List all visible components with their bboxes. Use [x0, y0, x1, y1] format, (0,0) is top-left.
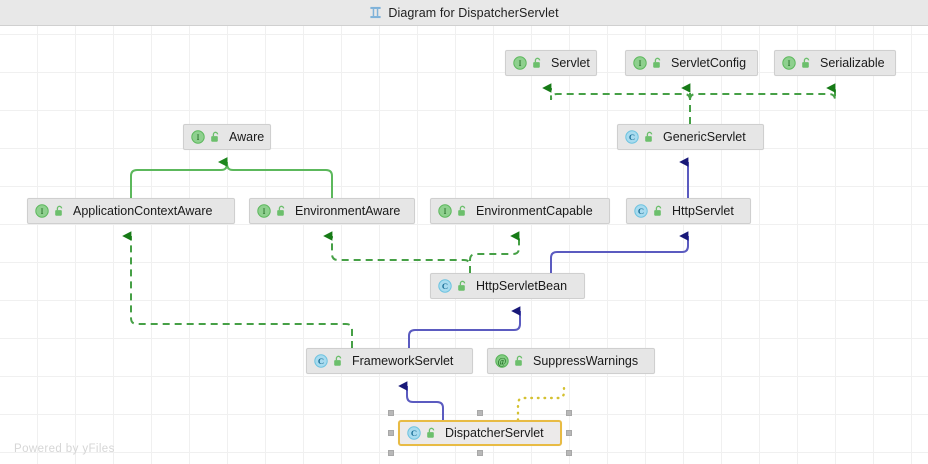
- node-label: Serializable: [820, 55, 885, 70]
- public-lock-icon: [457, 205, 468, 217]
- public-lock-icon: [652, 57, 663, 69]
- class-icon: C: [314, 354, 328, 368]
- public-lock-icon: [54, 205, 65, 217]
- node-aware[interactable]: I Aware: [183, 124, 271, 150]
- node-serializable[interactable]: I Serializable: [774, 50, 896, 76]
- class-icon: C: [625, 130, 639, 144]
- node-genericservlet[interactable]: C GenericServlet: [617, 124, 764, 150]
- interface-icon: I: [782, 56, 796, 70]
- node-frameworkservlet[interactable]: C FrameworkServlet: [306, 348, 473, 374]
- selection-handle[interactable]: [566, 430, 572, 436]
- edge-httpservletbean-to-httpservlet: [550, 231, 689, 273]
- svg-text:@: @: [498, 357, 507, 367]
- window-title: Diagram for DispatcherServlet: [388, 5, 559, 20]
- svg-text:I: I: [519, 59, 522, 68]
- node-environmentcapable[interactable]: I EnvironmentCapable: [430, 198, 610, 224]
- svg-text:I: I: [197, 133, 200, 142]
- node-label: ApplicationContextAware: [73, 203, 213, 218]
- interface-icon: I: [633, 56, 647, 70]
- class-icon: C: [407, 426, 421, 440]
- node-label: GenericServlet: [663, 129, 746, 144]
- node-environmentaware[interactable]: I EnvironmentAware: [249, 198, 415, 224]
- svg-text:I: I: [639, 59, 642, 68]
- node-label: EnvironmentCapable: [476, 203, 593, 218]
- node-httpservlet[interactable]: C HttpServlet: [626, 198, 751, 224]
- selection-handle[interactable]: [388, 450, 394, 456]
- edge-genericservlet-to-top-interfaces: [542, 83, 836, 124]
- interface-icon: I: [257, 204, 271, 218]
- svg-text:I: I: [444, 207, 447, 216]
- node-httpservletbean[interactable]: C HttpServletBean: [430, 273, 585, 299]
- public-lock-icon: [644, 131, 655, 143]
- class-icon: C: [634, 204, 648, 218]
- public-lock-icon: [426, 427, 437, 439]
- edge-layer: [122, 83, 836, 422]
- edge-frameworkservlet-to-applicationcontextaware: [122, 231, 353, 348]
- node-applicationcontextaware[interactable]: I ApplicationContextAware: [27, 198, 235, 224]
- svg-text:C: C: [638, 206, 644, 216]
- selection-handle[interactable]: [388, 430, 394, 436]
- edge-httpservletbean-to-environmentaware: [323, 231, 471, 273]
- interface-icon: I: [191, 130, 205, 144]
- node-suppresswarnings[interactable]: @ SuppressWarnings: [487, 348, 655, 374]
- public-lock-icon: [333, 355, 344, 367]
- interface-icon: I: [513, 56, 527, 70]
- node-dispatcherservlet[interactable]: C DispatcherServlet: [398, 420, 562, 446]
- svg-text:C: C: [318, 356, 324, 366]
- edge-httpservletbean-to-environmentcapable: [469, 231, 520, 273]
- public-lock-icon: [514, 355, 525, 367]
- public-lock-icon: [210, 131, 221, 143]
- selection-handle[interactable]: [566, 410, 572, 416]
- node-label: Servlet: [551, 55, 590, 70]
- node-label: SuppressWarnings: [533, 353, 639, 368]
- node-label: DispatcherServlet: [445, 425, 544, 440]
- public-lock-icon: [276, 205, 287, 217]
- node-servlet[interactable]: I Servlet: [505, 50, 597, 76]
- node-label: HttpServlet: [672, 203, 734, 218]
- svg-text:C: C: [411, 428, 417, 438]
- node-label: HttpServletBean: [476, 278, 568, 293]
- edge-environmentaware-to-aware: [218, 157, 333, 198]
- selection-handle[interactable]: [477, 410, 483, 416]
- class-icon: C: [438, 279, 452, 293]
- interface-icon: I: [35, 204, 49, 218]
- svg-text:C: C: [629, 132, 635, 142]
- node-label: FrameworkServlet: [352, 353, 454, 368]
- node-servletconfig[interactable]: I ServletConfig: [625, 50, 758, 76]
- node-label: Aware: [229, 129, 265, 144]
- selection-handle[interactable]: [566, 450, 572, 456]
- svg-text:I: I: [788, 59, 791, 68]
- selection-handle[interactable]: [477, 450, 483, 456]
- svg-text:C: C: [442, 281, 448, 291]
- public-lock-icon: [532, 57, 543, 69]
- edge-applicationcontextaware-to-aware: [130, 157, 228, 198]
- diagram-icon: [369, 6, 382, 19]
- public-lock-icon: [801, 57, 812, 69]
- node-label: ServletConfig: [671, 55, 747, 70]
- public-lock-icon: [653, 205, 664, 217]
- edge-dispatcherservlet-to-suppresswarnings: [516, 384, 566, 422]
- node-label: EnvironmentAware: [295, 203, 401, 218]
- svg-text:I: I: [263, 207, 266, 216]
- selection-handle[interactable]: [388, 410, 394, 416]
- public-lock-icon: [457, 280, 468, 292]
- yfiles-watermark: Powered by yFiles: [14, 443, 115, 455]
- edge-frameworkservlet-to-httpservletbean: [408, 306, 521, 348]
- edge-dispatcherservlet-to-frameworkservlet: [398, 381, 444, 420]
- window-titlebar: Diagram for DispatcherServlet: [0, 0, 928, 26]
- interface-icon: I: [438, 204, 452, 218]
- svg-text:I: I: [41, 207, 44, 216]
- annotation-icon: @: [495, 354, 509, 368]
